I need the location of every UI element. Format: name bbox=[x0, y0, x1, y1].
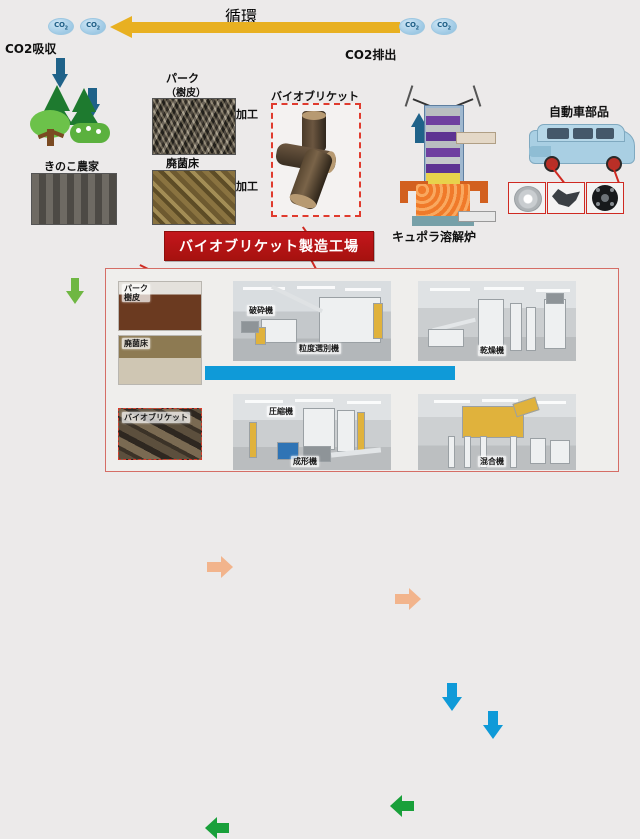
factory-arrow-mixer-to-press bbox=[390, 795, 414, 817]
part-box-brake-disc bbox=[508, 182, 546, 214]
factory-arrow-press-to-output bbox=[205, 817, 229, 839]
factory-machine-caption-5: 圧縮機 bbox=[267, 406, 295, 417]
factory-flow-bar bbox=[205, 366, 365, 380]
car-illustration bbox=[523, 120, 639, 178]
factory-flow-arrow-down-1 bbox=[442, 683, 462, 711]
factory-machine-caption-3: 乾燥機 bbox=[478, 345, 506, 356]
mushroom-farm-photo bbox=[31, 173, 117, 225]
bio-briquette-box bbox=[271, 103, 361, 217]
factory-input-substrate-photo: 廃菌床 bbox=[118, 335, 202, 385]
factory-arrow-crusher-to-dryer bbox=[395, 588, 421, 610]
factory-banner: バイオブリケット製造工場 bbox=[164, 231, 374, 261]
factory-output-photo: バイオブリケット bbox=[118, 408, 202, 460]
factory-machine-photo-2: 乾燥機 bbox=[418, 281, 576, 361]
co2-emit-label: CO2排出 bbox=[345, 48, 397, 62]
factory-machine-caption-1: 破砕機 bbox=[247, 305, 275, 316]
bark-photo bbox=[152, 98, 236, 155]
spent-substrate-label: 廃菌床 bbox=[166, 157, 199, 170]
co2-bubble-text: CO2 bbox=[86, 21, 100, 32]
process-label-2: 加工 bbox=[236, 180, 258, 193]
factory-machine-caption-4: 混合機 bbox=[478, 456, 506, 467]
cupola-illustration bbox=[390, 85, 498, 226]
forest-to-farm-arrow bbox=[66, 278, 84, 304]
factory-machine-photo-1: 破砕機 粒度選別機 bbox=[233, 281, 391, 361]
factory-machine-caption-2: 粒度選別機 bbox=[297, 343, 341, 354]
factory-input-bark-photo: パーク 樹皮 bbox=[118, 281, 202, 331]
co2-bubble-text: CO2 bbox=[405, 21, 419, 32]
mushroom-farm-label: きのこ農家 bbox=[44, 160, 99, 173]
factory-machine-photo-3: 混合機 bbox=[418, 394, 576, 470]
co2-bubble-left-1: CO2 bbox=[48, 18, 74, 35]
diagram-canvas: 循環 CO2 CO2 CO2 CO2 CO2吸収 CO2排出 bbox=[5, 7, 639, 839]
process-label-1: 加工 bbox=[236, 108, 258, 121]
cupola-label: キュポラ溶解炉 bbox=[392, 230, 477, 244]
factory-output-caption: バイオブリケット bbox=[122, 412, 190, 423]
part-box-bracket bbox=[547, 182, 585, 214]
co2-bubble-text: CO2 bbox=[54, 21, 68, 32]
cycle-arrow bbox=[110, 16, 400, 38]
co2-absorb-label: CO2吸収 bbox=[5, 42, 57, 56]
co2-absorb-arrow-1 bbox=[52, 58, 69, 88]
auto-parts-label: 自動車部品 bbox=[549, 105, 610, 119]
forest-illustration bbox=[28, 85, 120, 147]
co2-bubble-left-2: CO2 bbox=[80, 18, 106, 35]
factory-input-substrate-caption: 廃菌床 bbox=[122, 338, 150, 349]
co2-bubble-right-1: CO2 bbox=[399, 18, 425, 35]
factory-machine-caption-6: 成形機 bbox=[291, 456, 319, 467]
factory-machine-photo-4: 圧縮機 成形機 bbox=[233, 394, 391, 470]
factory-input-bark-caption-1: パーク bbox=[124, 284, 148, 293]
factory-flow-bar-2 bbox=[365, 366, 455, 380]
co2-bubble-right-2: CO2 bbox=[431, 18, 457, 35]
bark-label: パーク bbox=[166, 72, 199, 85]
part-box-hub bbox=[586, 182, 624, 214]
factory-flow-arrow-down-2 bbox=[483, 711, 503, 739]
factory-input-bark-caption-2: 樹皮 bbox=[124, 293, 140, 302]
co2-emit-arrow-1 bbox=[411, 113, 428, 143]
bark-sublabel: （樹皮） bbox=[166, 88, 206, 99]
cycle-label: 循環 bbox=[225, 7, 258, 26]
spent-substrate-photo bbox=[152, 170, 236, 225]
factory-arrow-input-to-crusher bbox=[207, 556, 233, 578]
co2-bubble-text: CO2 bbox=[437, 21, 451, 32]
briquette-log-1 bbox=[302, 111, 326, 151]
bio-briquette-label: バイオブリケット bbox=[271, 90, 359, 103]
